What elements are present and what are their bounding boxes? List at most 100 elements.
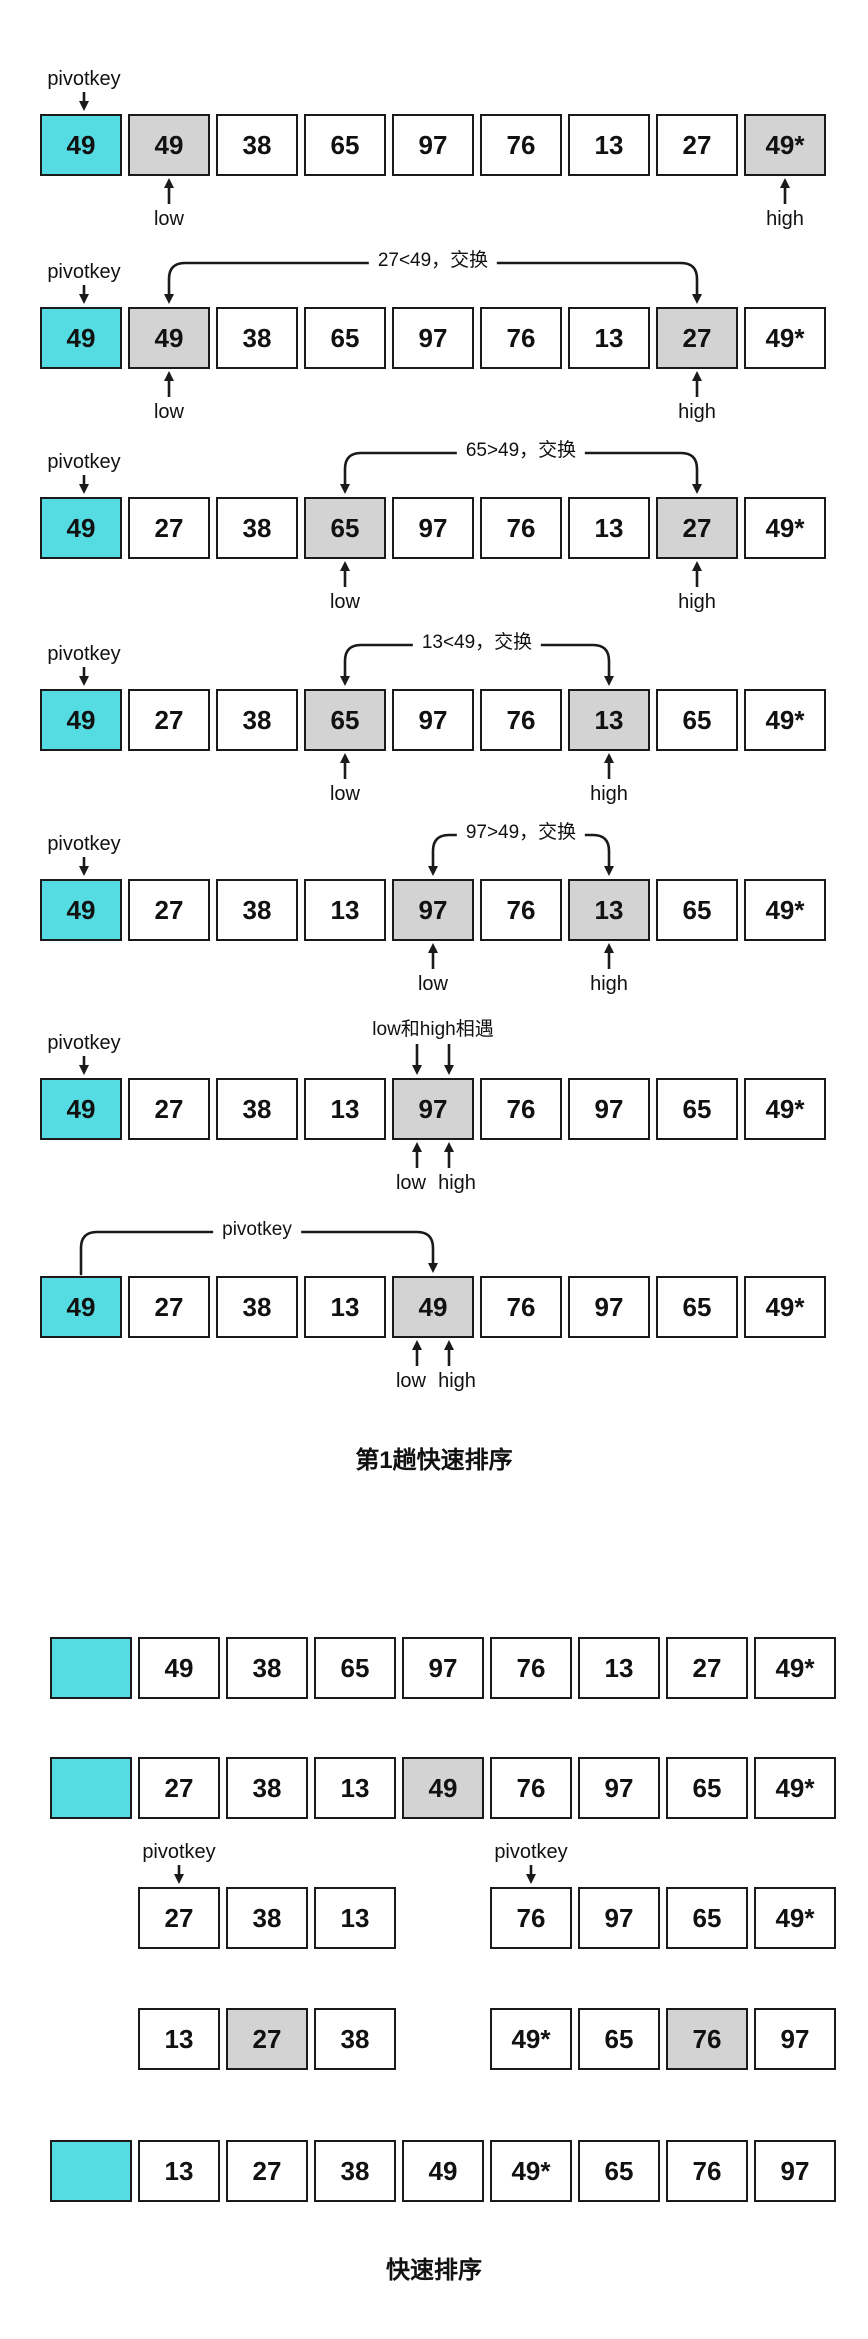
down-arrow-icon [174, 1865, 184, 1884]
up-arrow-icon [412, 1142, 422, 1168]
meet-annotation: low和high相遇 [372, 1019, 494, 1040]
high-label: high [590, 783, 628, 805]
array-cell: 13 [568, 879, 650, 941]
array-cell: 13 [568, 497, 650, 559]
array-cell: 38 [216, 879, 298, 941]
array-cell: 49 [128, 307, 210, 369]
array-cell: 38 [314, 2140, 396, 2202]
array-cell: 49* [744, 114, 826, 176]
array-cell: 13 [578, 1637, 660, 1699]
array-cell: 27 [128, 1276, 210, 1338]
array-cell: 65 [666, 1887, 748, 1949]
up-arrow-icon [340, 753, 350, 779]
down-arrow-icon [79, 475, 89, 494]
high-label: high [678, 591, 716, 613]
array-cell: 38 [216, 1078, 298, 1140]
array-cell: 97 [392, 1078, 474, 1140]
low-label: low [153, 208, 185, 230]
up-arrow-icon [780, 178, 790, 204]
array-cell: 65 [656, 1078, 738, 1140]
array-cell: 27 [138, 1887, 220, 1949]
array-cell: 65 [656, 1276, 738, 1338]
swap-annotation: 97>49，交换 [456, 822, 586, 845]
array-cell: 76 [666, 2140, 748, 2202]
array-cell: 65 [304, 689, 386, 751]
array-cell: 97 [392, 689, 474, 751]
array-cell: 97 [392, 114, 474, 176]
array-cell: 49* [754, 1887, 836, 1949]
array-cell: 76 [480, 497, 562, 559]
array-cell: 13 [304, 1078, 386, 1140]
array-cell: 13 [314, 1887, 396, 1949]
section1-title: 第1趟快速排序 [355, 1447, 513, 1474]
array-cell: 13 [138, 2140, 220, 2202]
array-cell: 65 [304, 114, 386, 176]
pivotkey-label: pivotkey [47, 1032, 121, 1054]
pivotkey-label: pivotkey [47, 68, 121, 90]
up-arrow-icon [164, 371, 174, 397]
array-cell: 38 [216, 497, 298, 559]
array-cell: 49* [744, 307, 826, 369]
array-cell: 76 [480, 307, 562, 369]
pivotkey-label: pivotkey [47, 643, 121, 665]
up-arrow-icon [340, 561, 350, 587]
array-cell: 13 [568, 307, 650, 369]
array-cell: 27 [226, 2008, 308, 2070]
up-arrow-icon [412, 1340, 422, 1366]
up-arrow-icon [692, 371, 702, 397]
array-cell: 76 [490, 1757, 572, 1819]
down-arrow-icon [79, 857, 89, 876]
array-cell: 27 [128, 879, 210, 941]
array-cell: 38 [226, 1637, 308, 1699]
low-label: low [417, 973, 449, 995]
array-cell: 49* [744, 497, 826, 559]
array-cell: 65 [304, 497, 386, 559]
array-cell: 97 [392, 879, 474, 941]
high-label: high [438, 1172, 476, 1194]
pivot-cell [50, 2140, 132, 2202]
array-cell: 65 [578, 2008, 660, 2070]
array-cell: 27 [128, 497, 210, 559]
down-arrow-icon [79, 1056, 89, 1075]
array-cell: 27 [656, 497, 738, 559]
pivotkey-label: pivotkey [47, 261, 121, 283]
pivotkey-label: pivotkey [142, 1841, 216, 1863]
up-arrow-icon [604, 753, 614, 779]
array-cell: 38 [216, 307, 298, 369]
array-cell: 97 [392, 497, 474, 559]
up-arrow-icon [444, 1142, 454, 1168]
array-cell: 49 [402, 2140, 484, 2202]
array-cell: 76 [490, 1887, 572, 1949]
swap-annotation: 13<49，交换 [412, 632, 542, 655]
array-cell: 97 [402, 1637, 484, 1699]
up-arrow-icon [444, 1340, 454, 1366]
array-cell: 38 [216, 689, 298, 751]
down-arrow-icon [444, 1044, 454, 1075]
array-cell: 97 [568, 1078, 650, 1140]
swap-annotation: 65>49，交换 [456, 440, 586, 463]
array-cell: 76 [480, 689, 562, 751]
array-cell: 13 [138, 2008, 220, 2070]
array-cell: 97 [578, 1757, 660, 1819]
swap-annotation: 27<49，交换 [368, 250, 498, 273]
down-arrow-icon [79, 92, 89, 111]
array-cell: 38 [314, 2008, 396, 2070]
pivotkey-label: pivotkey [47, 451, 121, 473]
array-cell: 65 [314, 1637, 396, 1699]
array-cell: 49* [490, 2008, 572, 2070]
array-cell: 49 [128, 114, 210, 176]
array-cell: 49 [402, 1757, 484, 1819]
array-cell: 38 [226, 1887, 308, 1949]
array-cell: 27 [128, 689, 210, 751]
array-cell: 38 [216, 114, 298, 176]
array-cell: 13 [568, 114, 650, 176]
pivot-cell: 49 [40, 114, 122, 176]
pivot-cell: 49 [40, 497, 122, 559]
